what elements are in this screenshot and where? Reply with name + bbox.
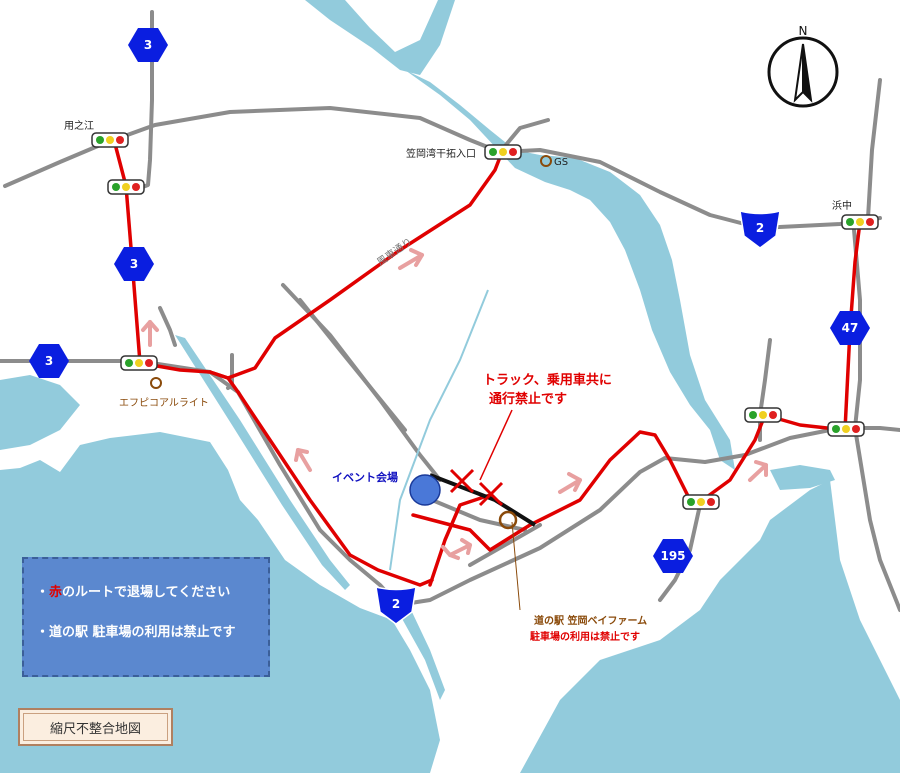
- river-north: [305, 0, 455, 75]
- closure-x-2: [478, 481, 504, 507]
- michinoeki-leader-line: [511, 521, 521, 611]
- traffic-signal-icon: [120, 355, 158, 371]
- exit-route-fusha: [208, 150, 504, 380]
- exit-route-east-2: [698, 413, 767, 504]
- road-lower-link: [468, 523, 542, 567]
- road-small-west: [158, 306, 177, 347]
- route3-north: [138, 10, 154, 190]
- label-no-entry-1: トラック、乗用車共に: [483, 372, 612, 388]
- michinoeki-marker: [498, 510, 518, 530]
- label-hamanaka: 浜中: [832, 199, 852, 212]
- thin-waterways: [389, 289, 489, 571]
- traffic-signal-icon: [484, 144, 522, 160]
- direction-arrows: [141, 248, 768, 560]
- notice-line-1: ・赤のルートで退場してください: [36, 581, 258, 600]
- event-venue-marker: [409, 474, 441, 506]
- route-2-shield-east: 2: [739, 209, 781, 249]
- svg-text:2: 2: [392, 597, 400, 611]
- closure-x-1: [449, 468, 475, 494]
- efpico-marker: [150, 377, 162, 389]
- svg-text:2: 2: [756, 221, 764, 235]
- label-efpico: エフピコアルライト: [119, 397, 209, 409]
- traffic-signal-icon: [682, 494, 720, 510]
- svg-text:3: 3: [45, 354, 53, 368]
- label-event-venue: イベント会場: [332, 470, 398, 484]
- svg-text:195: 195: [660, 549, 685, 563]
- route-47-shield: 47: [830, 311, 870, 345]
- route-3-shield-north: 3: [128, 28, 168, 62]
- notice-box: ・赤のルートで退場してください ・道の駅 駐車場の利用は禁止です: [22, 557, 270, 677]
- arrow-up-route3: [141, 320, 159, 347]
- north-compass-icon: N: [767, 24, 839, 108]
- east-inlet: [770, 465, 835, 490]
- route-2-shield-south: 2: [375, 585, 417, 625]
- traffic-signal-icon: [91, 132, 129, 148]
- label-yonoe: 用之江: [64, 119, 94, 132]
- svg-text:47: 47: [842, 321, 859, 335]
- road-north-east: [498, 148, 882, 230]
- route-shields: 3 3 3 47 195 2 2: [29, 28, 870, 625]
- label-kasaoka-kantaku: 笠岡湾干拓入口: [406, 147, 476, 160]
- exit-route-venue-west: [428, 493, 492, 587]
- notice-line-1-prefix: ・: [36, 585, 50, 600]
- west-inlet: [0, 375, 80, 450]
- label-no-entry-2: 通行禁止です: [489, 391, 567, 407]
- closed-road-segment: [429, 473, 537, 527]
- canal-south: [400, 612, 445, 700]
- road-north-west: [3, 106, 502, 188]
- road-hamanaka-north: [866, 78, 882, 220]
- label-michinoeki-2: 駐車場の利用は禁止です: [530, 630, 640, 643]
- east-bay: [520, 480, 900, 773]
- bay-channel: [405, 70, 735, 470]
- arrow-east: [558, 472, 582, 494]
- traffic-signal-icon: [744, 407, 782, 423]
- route47: [851, 216, 900, 612]
- exit-route-west: [138, 361, 434, 587]
- road-north-spur: [498, 118, 550, 154]
- arrow-fusha: [398, 248, 424, 270]
- route-3-shield-west: 3: [29, 344, 69, 378]
- arrow-east-2: [748, 460, 768, 482]
- gs-marker: [540, 155, 552, 167]
- arrow-venue-lr: [441, 538, 472, 560]
- svg-text:3: 3: [144, 38, 152, 52]
- thin-creek: [389, 289, 489, 571]
- no-entry-leader-line: [479, 409, 513, 481]
- exit-route-east: [411, 430, 702, 552]
- svg-text:3: 3: [130, 257, 138, 271]
- compass-label: N: [799, 24, 808, 38]
- traffic-signals: [91, 132, 879, 510]
- traffic-signal-icon: [841, 214, 879, 230]
- closure-marks: [449, 468, 504, 507]
- road-center-diag-2: [298, 298, 407, 432]
- notice-line-1-red: 赤: [49, 585, 63, 600]
- exit-routes: [112, 138, 862, 587]
- arrow-west-diag: [294, 448, 312, 472]
- notice-line-2: ・道の駅 駐車場の利用は禁止です: [36, 625, 236, 640]
- notice-line-1-rest: のルートで退場してください: [62, 585, 231, 600]
- label-michinoeki-1: 道の駅 笠岡ベイファーム: [534, 614, 647, 627]
- route-195-shield: 195: [653, 539, 693, 573]
- scale-note: 縮尺不整合地図: [18, 708, 173, 746]
- route-3-shield-mid: 3: [114, 247, 154, 281]
- traffic-signal-icon: [107, 179, 145, 195]
- label-gs: GS: [554, 157, 568, 168]
- route2: [396, 426, 852, 607]
- canal: [175, 335, 350, 590]
- exit-route-47: [843, 220, 862, 432]
- exit-route-route3: [112, 138, 142, 365]
- traffic-signal-icon: [827, 421, 865, 437]
